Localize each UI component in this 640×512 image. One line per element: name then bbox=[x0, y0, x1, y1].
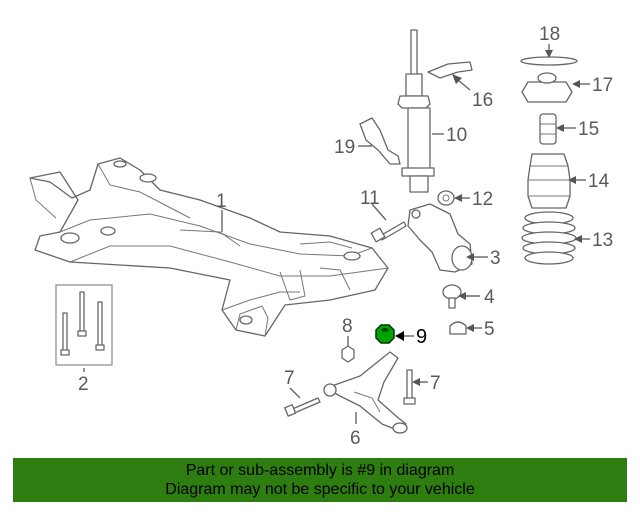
bolts-part-2[interactable] bbox=[55, 284, 113, 366]
callout-2: 2 bbox=[78, 374, 89, 395]
parts-diagram: 1 2 3 4 5 6 7 7 8 9 10 11 12 13 14 15 16… bbox=[29, 24, 613, 449]
bushing-part-12[interactable] bbox=[437, 190, 455, 206]
callout-4: 4 bbox=[484, 287, 495, 308]
callout-11: 11 bbox=[360, 188, 380, 209]
bolt-part-11[interactable] bbox=[370, 221, 407, 243]
mount-part-17[interactable] bbox=[521, 72, 573, 103]
knuckle-part-3[interactable] bbox=[407, 203, 473, 273]
boot-part-14[interactable] bbox=[527, 153, 571, 209]
callout-15: 15 bbox=[578, 119, 599, 140]
callout-12: 12 bbox=[472, 189, 493, 210]
callout-17: 17 bbox=[592, 75, 613, 96]
callout-8: 8 bbox=[342, 316, 353, 337]
callout-9-highlighted: 9 bbox=[416, 326, 427, 348]
callout-19: 19 bbox=[334, 137, 355, 158]
callout-14: 14 bbox=[588, 171, 610, 192]
callout-1: 1 bbox=[216, 191, 227, 212]
callout-7-right: 7 bbox=[430, 373, 441, 394]
banner-line-1: Part or sub-assembly is #9 in diagram bbox=[185, 462, 455, 479]
leader-lines bbox=[83, 44, 590, 424]
subframe-part-1[interactable] bbox=[29, 157, 389, 337]
callout-5: 5 bbox=[484, 319, 495, 340]
callout-6: 6 bbox=[350, 428, 361, 449]
callout-3: 3 bbox=[490, 248, 501, 269]
callout-7-left: 7 bbox=[284, 368, 295, 389]
callout-16: 16 bbox=[472, 90, 493, 111]
bracket-part-19[interactable] bbox=[359, 117, 401, 165]
callout-labels: 1 2 3 4 5 6 7 7 8 9 10 11 12 13 14 15 16… bbox=[78, 24, 613, 449]
bracket-part-16[interactable] bbox=[427, 61, 473, 79]
part-info-banner: Part or sub-assembly is #9 in diagram Di… bbox=[13, 458, 627, 502]
plate-part-18[interactable] bbox=[520, 56, 578, 66]
callout-13: 13 bbox=[592, 230, 613, 251]
cap-part-5[interactable] bbox=[449, 321, 467, 335]
ball-joint-part-4[interactable] bbox=[442, 284, 462, 309]
control-arm-part-6[interactable] bbox=[323, 351, 408, 434]
strut-part-10[interactable] bbox=[397, 29, 435, 193]
nut-part-9-highlighted[interactable] bbox=[375, 324, 395, 344]
bolt-part-7-left[interactable] bbox=[284, 397, 321, 417]
nut-part-8[interactable] bbox=[341, 345, 355, 363]
bump-stop-part-15[interactable] bbox=[539, 113, 557, 145]
bolt-part-7-right[interactable] bbox=[403, 369, 416, 405]
spring-part-13[interactable] bbox=[521, 211, 577, 265]
callout-10: 10 bbox=[446, 125, 467, 146]
banner-line-2: Diagram may not be specific to your vehi… bbox=[165, 481, 475, 498]
callout-18: 18 bbox=[539, 24, 560, 45]
